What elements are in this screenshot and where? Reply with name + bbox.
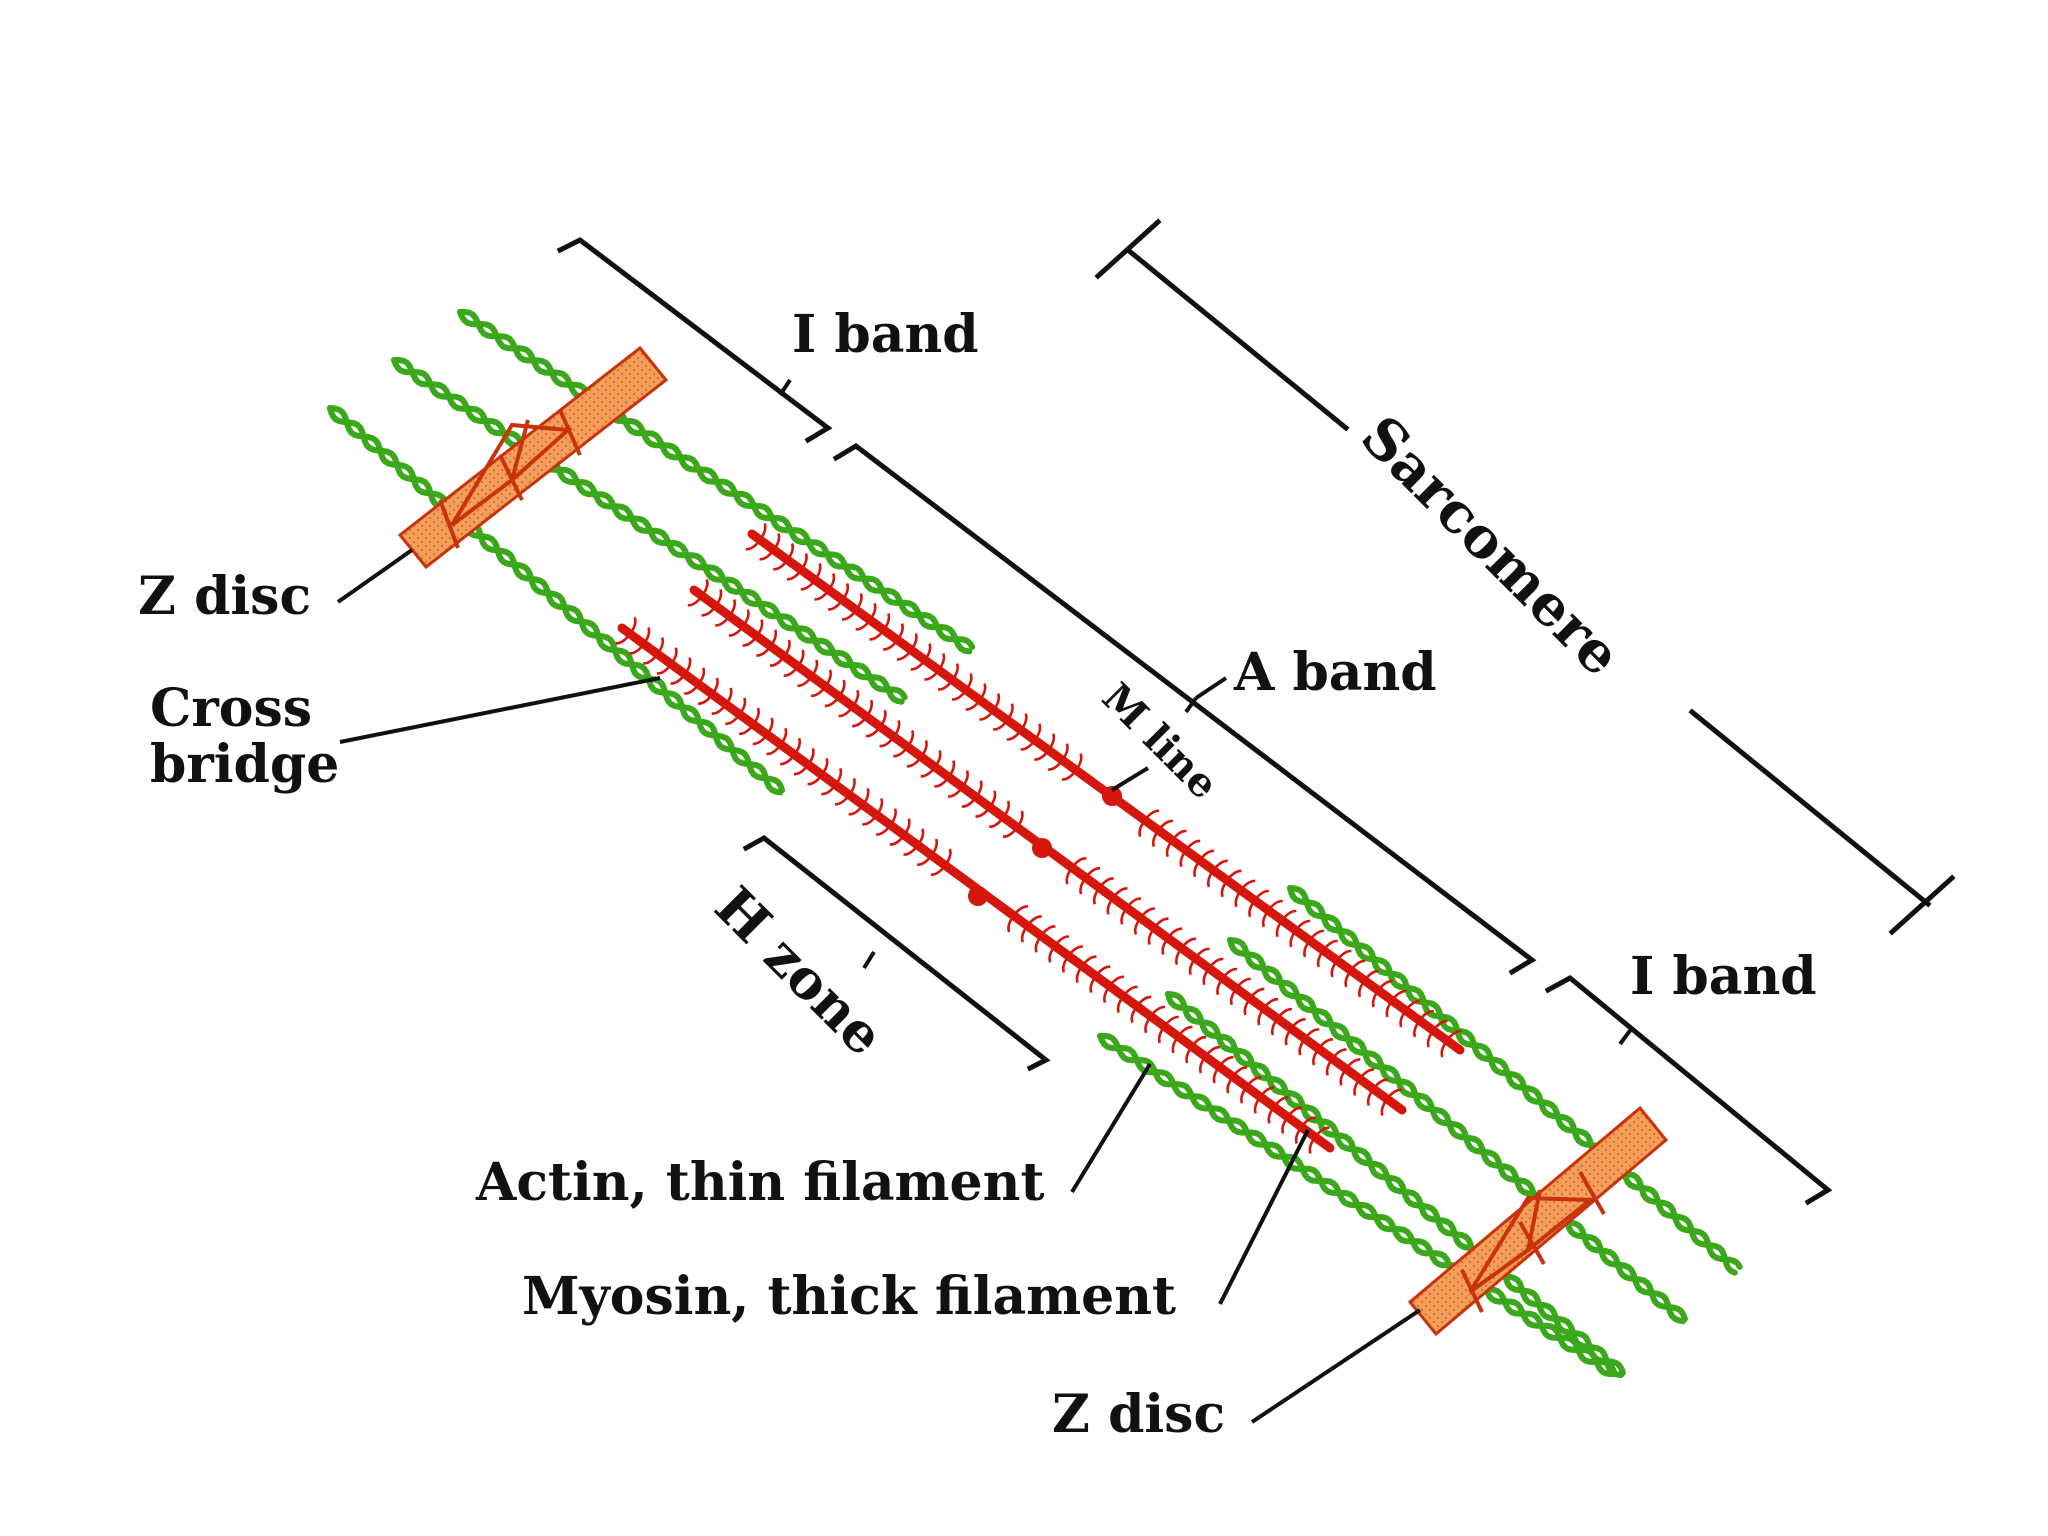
z-disc-right-label: Z disc: [1052, 1384, 1225, 1445]
m-line-leader: [1112, 768, 1148, 790]
a-band-label: A band: [1233, 642, 1437, 703]
myosin-leader: [1220, 1130, 1308, 1304]
i-band-top-label: I band: [792, 304, 979, 365]
z-disc-left-leader: [338, 550, 412, 602]
cross-bridge-label-line2: bridge: [150, 734, 339, 795]
actin-leader: [1072, 1064, 1150, 1192]
cross-bridge-leader: [340, 678, 660, 742]
z-disc-right-leader: [1252, 1310, 1420, 1422]
i-band-bottom-label: I band: [1630, 946, 1817, 1007]
myosin-label: Myosin, thick filament: [522, 1266, 1176, 1327]
z-disc-left-shape: [400, 348, 666, 567]
myosin-filaments: [616, 523, 1462, 1153]
actin-label: Actin, thin filament: [475, 1152, 1044, 1213]
cross-bridge-label-line1: Cross: [150, 678, 312, 739]
h-zone-label: H zone: [703, 874, 897, 1068]
z-disc-left-label: Z disc: [138, 566, 311, 627]
